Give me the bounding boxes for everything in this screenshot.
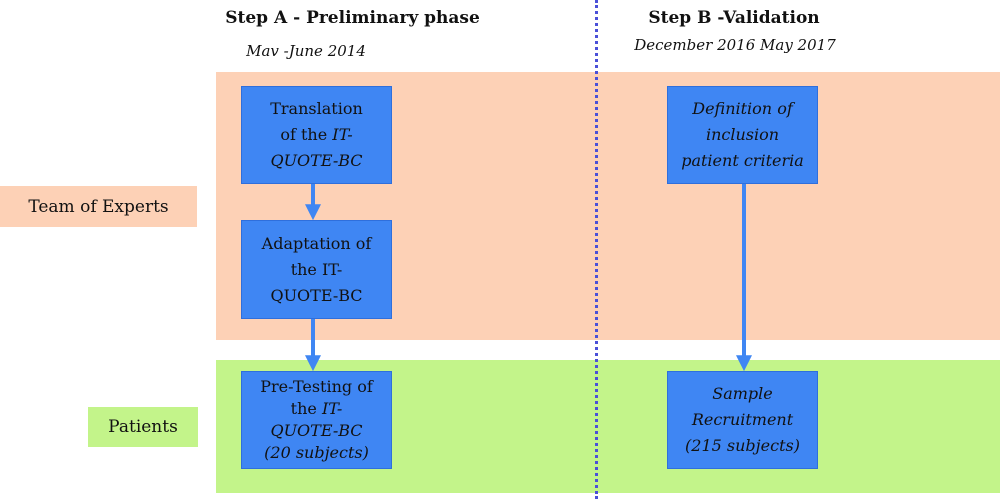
step-b-date: December 2016 May 2017 [634,36,836,54]
definition-box: Definition of inclusion patient criteria [667,86,818,184]
adaptation-line-2: the IT- [290,259,343,279]
definition-line-1: Definition of [692,99,793,118]
pretesting-line-2: the IT- [290,399,343,418]
adaptation-line-1: Adaptation of [261,233,372,253]
sample-line-2: Recruitment [691,410,794,429]
pretesting-box: Pre-Testing of the IT- QUOTE-BC (20 subj… [241,371,392,469]
pretesting-line-4: (20 subjects) [264,443,369,462]
pretesting-line-3: QUOTE-BC [270,421,363,440]
sample-line-3: (215 subjects) [685,436,800,455]
definition-line-2: inclusion [705,125,780,144]
translation-box: Translation of the IT- QUOTE-BC [241,86,392,184]
definition-line-3: patient criteria [681,151,804,170]
step-b-title: Step B -Validation [648,8,820,28]
lane-label-team-of-experts: Team of Experts [0,186,197,227]
lane-label-patients: Patients [88,407,198,447]
pretesting-line-1: Pre-Testing of [260,377,373,396]
adaptation-box: Adaptation of the IT- QUOTE-BC [241,220,392,319]
sample-line-1: Sample [712,384,773,403]
translation-line-3: QUOTE-BC [270,151,363,170]
step-a-date: Mav -June 2014 [246,42,366,60]
step-a-title: Step A - Preliminary phase [225,8,480,28]
adaptation-line-3: QUOTE-BC [270,285,363,305]
translation-line-1: Translation [270,99,363,118]
phase-divider [595,0,598,499]
sample-box: Sample Recruitment (215 subjects) [667,371,818,469]
translation-line-2: of the IT- [280,125,353,144]
